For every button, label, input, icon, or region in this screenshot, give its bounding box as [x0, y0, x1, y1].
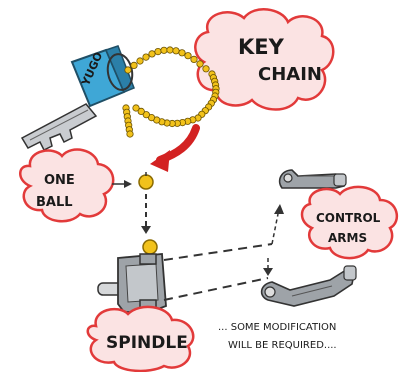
key-illustration: YUGO	[20, 45, 135, 152]
red-arrow	[150, 124, 200, 172]
chain-bead	[142, 53, 150, 61]
control-arms-label-line1: CONTROL	[316, 211, 381, 225]
chain-bead	[166, 46, 174, 54]
chain-bead	[196, 60, 204, 68]
chain-bead	[126, 130, 134, 138]
one-ball-label-line2: BALL	[36, 195, 73, 210]
chain-bead	[190, 55, 198, 64]
one-ball-label-line1: ONE	[44, 173, 75, 188]
chain-bead	[148, 50, 156, 58]
key-chain-label-line1: KEY	[238, 35, 285, 59]
key-chain-label-line2: CHAIN	[258, 64, 322, 85]
one-ball-cloud: ONE BALL	[19, 148, 115, 223]
ball-chain	[122, 46, 220, 138]
chain-bead	[160, 46, 168, 54]
chain-bead	[124, 66, 132, 74]
ball-pointer	[112, 180, 132, 188]
chain-bead	[137, 107, 145, 116]
chain-bead	[142, 111, 150, 119]
key-chain-cloud: KEY CHAIN	[194, 8, 335, 111]
note-line2: WILL BE REQUIRED....	[228, 340, 337, 351]
key-blade	[20, 103, 98, 152]
chain-bead	[178, 49, 186, 57]
dashed-connectors	[163, 204, 284, 301]
control-arms-label-line2: ARMS	[328, 231, 367, 245]
chain-bead	[130, 61, 138, 70]
chain-bead	[184, 52, 192, 60]
spindle-label: SPINDLE	[106, 333, 188, 353]
chain-bead	[154, 47, 162, 56]
chain-bead	[202, 65, 210, 73]
single-ball	[138, 172, 154, 190]
chain-bead	[172, 47, 180, 55]
key-ring	[106, 53, 134, 91]
chain-bead	[132, 104, 140, 112]
upper-control-arm	[278, 169, 347, 189]
chain-bead	[136, 57, 144, 65]
modification-note: ... SOME MODIFICATION WILL BE REQUIRED..…	[218, 322, 337, 351]
control-arms-cloud: CONTROL ARMS	[300, 185, 399, 260]
down-dashed-arrow	[141, 194, 151, 234]
lower-control-arm	[260, 265, 357, 307]
note-line1: ... SOME MODIFICATION	[218, 322, 336, 333]
spindle-cloud: SPINDLE	[86, 305, 195, 372]
